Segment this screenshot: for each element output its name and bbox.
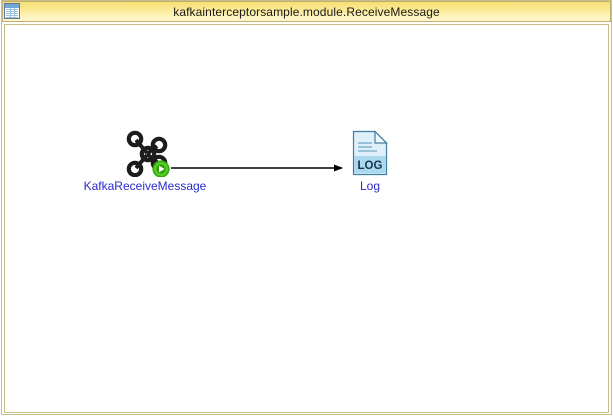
node-log[interactable]: LOG Log [315,129,425,193]
node-label-log: Log [359,179,381,193]
node-label-kafka-receive-message: KafkaReceiveMessage [83,179,207,193]
node-kafka-receive-message[interactable]: KafkaReceiveMessage [45,129,245,193]
edge-kafka-to-log[interactable] [5,25,609,413]
kafka-icon-wrap [45,129,245,178]
green-play-badge [152,160,170,178]
diagram-canvas[interactable]: KafkaReceiveMessage [4,24,609,413]
log-icon-text: LOG [358,160,383,172]
window-titlebar[interactable]: kafkainterceptorsample.module.ReceiveMes… [2,1,611,22]
module-table-icon [4,3,20,19]
log-document-icon: LOG [352,130,388,176]
log-icon-wrap: LOG [315,129,425,177]
kafka-icon [126,130,170,178]
page-title: kafkainterceptorsample.module.ReceiveMes… [173,4,440,19]
